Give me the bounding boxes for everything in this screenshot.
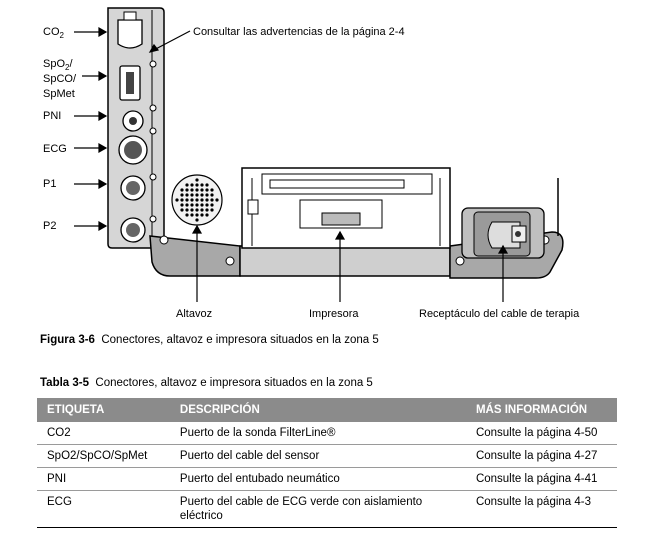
speaker-grille: [171, 174, 223, 226]
table-caption: Tabla 3-5 Conectores, altavoz e impresor…: [40, 377, 373, 389]
figure-number: Figura 3-6: [40, 334, 95, 346]
base-rail: [239, 245, 451, 277]
header-descripcion: DESCRIPCIÓN: [169, 398, 466, 422]
cell-label: SpO2/SpCO/SpMet: [37, 444, 170, 468]
callout-arrows: [191, 224, 509, 302]
label-receptaculo: Receptáculo del cable de terapia: [419, 308, 580, 320]
label-ecg: ECG: [43, 143, 67, 155]
label-altavoz: Altavoz: [176, 308, 213, 320]
label-spo2-line2: SpCO/: [43, 73, 77, 85]
label-spo2-line3: SpMet: [43, 88, 75, 100]
figure-caption-text: Conectores, altavoz e impresora situados…: [101, 334, 379, 346]
cell-label: PNI: [37, 467, 170, 491]
label-warning: Consultar las advertencias de la página …: [193, 26, 405, 38]
table-row: PNI Puerto del entubado neumático Consul…: [37, 467, 617, 491]
label-impresora: Impresora: [309, 308, 359, 320]
table-row: ECG Puerto del cable de ECG verde con ai…: [37, 490, 617, 528]
connector-table: ETIQUETA DESCRIPCIÓN MÁS INFORMACIÓN CO2…: [37, 398, 617, 528]
cell-description: Puerto del cable del sensor: [169, 444, 466, 468]
device-illustration: [74, 7, 564, 302]
cell-description: Puerto del entubado neumático: [169, 467, 466, 491]
table-row: CO2 Puerto de la sonda FilterLine® Consu…: [37, 422, 617, 445]
table-row: SpO2/SpCO/SpMet Puerto del cable del sen…: [37, 444, 617, 468]
left-foot: [149, 235, 241, 277]
cell-label: CO2: [37, 422, 170, 445]
cell-description: Puerto de la sonda FilterLine®: [169, 422, 466, 445]
label-p1: P1: [43, 178, 57, 190]
cell-reference: Consulte la página 4-27: [465, 444, 617, 468]
co2-port: [117, 19, 143, 49]
label-pni: PNI: [43, 110, 62, 122]
header-mas-informacion: MÁS INFORMACIÓN: [465, 398, 617, 422]
cell-reference: Consulte la página 4-41: [465, 467, 617, 491]
figure-caption: Figura 3-6 Conectores, altavoz e impreso…: [40, 334, 379, 346]
cell-description: Puerto del cable de ECG verde con aislam…: [169, 490, 466, 528]
connector-figure: CO2 SpO2/ SpCO/ SpMet PNI ECG P1 P2 Cons…: [43, 7, 580, 320]
label-co2: CO2: [43, 26, 64, 41]
cell-reference: Consulte la página 4-3: [465, 490, 617, 528]
connector-arrows: [74, 26, 191, 232]
label-spo2-line1: SpO2/: [43, 58, 73, 73]
table-header-row: ETIQUETA DESCRIPCIÓN MÁS INFORMACIÓN: [37, 398, 617, 422]
header-etiqueta: ETIQUETA: [37, 398, 170, 422]
table-caption-text: Conectores, altavoz e impresora situados…: [95, 377, 373, 389]
cell-reference: Consulte la página 4-50: [465, 422, 617, 445]
label-p2: P2: [43, 220, 57, 232]
cell-label: ECG: [37, 490, 170, 528]
table-number: Tabla 3-5: [40, 377, 89, 389]
